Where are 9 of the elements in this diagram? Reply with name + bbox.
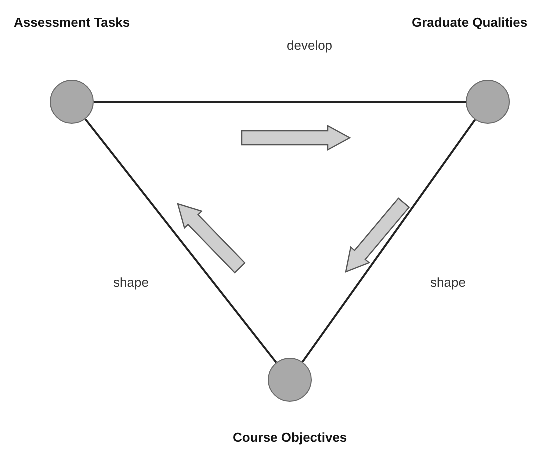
- connector-line: [94, 101, 466, 103]
- edge-label: shape: [112, 274, 151, 290]
- connector-line: [302, 119, 476, 363]
- node-heading: Assessment Tasks: [14, 14, 130, 30]
- node-heading: Course Objectives: [233, 430, 348, 444]
- edge-label: develop: [285, 38, 335, 52]
- connector-line: [84, 118, 278, 364]
- node-heading: Graduate Qualities: [412, 14, 528, 30]
- edge-label: shape: [428, 274, 468, 290]
